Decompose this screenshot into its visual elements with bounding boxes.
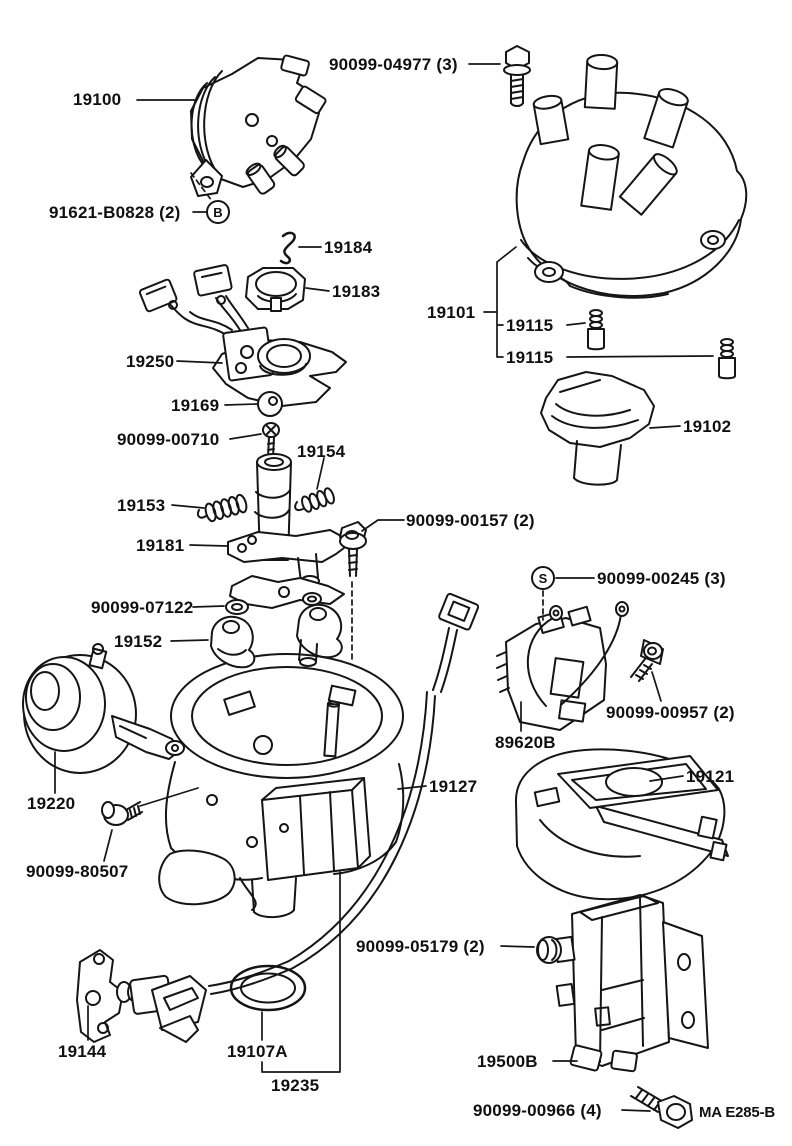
governor-weights-art bbox=[210, 603, 343, 669]
part-label-spring-19153: 19153 bbox=[117, 496, 166, 515]
part-label-screw-00245: 90099-00245 (3) bbox=[597, 569, 726, 588]
distributor-cap-art bbox=[515, 53, 748, 299]
spring-19154-art bbox=[294, 487, 335, 513]
ignition-coil-art bbox=[553, 894, 709, 1073]
part-label-dust-cover: 19121 bbox=[686, 767, 735, 786]
part-label-sensor-19144: 19144 bbox=[58, 1042, 107, 1061]
carbon-point-upper-art bbox=[587, 309, 605, 351]
part-label-screw-80507: 90099-80507 bbox=[26, 862, 129, 881]
bolt-00966-art bbox=[630, 1086, 693, 1129]
igniter-art bbox=[496, 601, 629, 731]
spring-19184-art bbox=[279, 231, 296, 265]
part-label-spring-19184: 19184 bbox=[324, 238, 373, 257]
part-label-grommet-19169: 19169 bbox=[171, 396, 220, 415]
part-label-spring-19154: 19154 bbox=[297, 442, 346, 461]
part-label-carbon-point-upper: 19115 bbox=[506, 316, 554, 335]
sensor-19144-art bbox=[76, 949, 207, 1043]
part-label-bolt-00966: 90099-00966 (4) bbox=[473, 1101, 602, 1120]
part-label-signal-generator: 19250 bbox=[126, 352, 175, 371]
part-label-distributor-cap: 19101 bbox=[427, 303, 476, 322]
circled-b-symbol: B bbox=[206, 200, 230, 224]
part-label-distributor-assembly: 19100 bbox=[73, 90, 122, 109]
vacuum-advancer-art bbox=[22, 643, 185, 774]
grommet-05179-art bbox=[536, 936, 562, 964]
screw-00157-art bbox=[339, 521, 367, 577]
part-label-cover-19183: 19183 bbox=[332, 282, 381, 301]
bolt-04977-art bbox=[503, 45, 531, 107]
signal-generator-art bbox=[138, 264, 347, 407]
part-label-packing-19235: 19235 bbox=[271, 1076, 320, 1095]
oring-art bbox=[229, 964, 307, 1012]
part-label-screw-00710: 90099-00710 bbox=[117, 430, 220, 449]
washer-07122-art bbox=[225, 592, 322, 615]
part-label-screw-00157: 90099-00157 (2) bbox=[406, 511, 535, 530]
circled-b-letter: B bbox=[213, 205, 222, 220]
page-code: MA E285-B bbox=[699, 1104, 775, 1121]
part-label-grommet-05179: 90099-05179 (2) bbox=[356, 937, 485, 956]
housing-art bbox=[158, 592, 480, 995]
part-label-carbon-point-lower: 19115 bbox=[506, 348, 554, 367]
circled-s-symbol: S bbox=[531, 566, 555, 590]
dashed-lines bbox=[190, 172, 544, 661]
governor-shaft-art bbox=[227, 453, 353, 609]
part-label-bolt-91621: 91621-B0828 (2) bbox=[49, 203, 181, 222]
part-label-bolt-04977: 90099-04977 (3) bbox=[329, 55, 458, 74]
cover-19183-art bbox=[245, 267, 306, 312]
screw-00710-art bbox=[262, 422, 280, 459]
part-label-igniter: 89620B bbox=[495, 733, 556, 752]
part-label-ignition-coil: 19500B bbox=[477, 1052, 538, 1071]
leader-lines bbox=[54, 63, 714, 1112]
grommet-19169-art bbox=[257, 391, 283, 417]
distributor-assembly-art bbox=[190, 54, 327, 197]
part-label-housing: 19127 bbox=[429, 777, 478, 796]
part-label-rotor: 19102 bbox=[683, 417, 732, 436]
carbon-point-lower-art bbox=[718, 338, 736, 380]
screw-80507-art bbox=[101, 801, 143, 826]
part-label-vacuum-advancer: 19220 bbox=[27, 794, 76, 813]
spring-19153-art bbox=[196, 493, 248, 523]
screw-00957-art bbox=[630, 639, 664, 682]
part-label-governor-shaft: 19181 bbox=[136, 536, 185, 555]
part-label-governor-weight: 19152 bbox=[114, 632, 163, 651]
part-label-screw-00957: 90099-00957 (2) bbox=[606, 703, 735, 722]
rotor-art bbox=[540, 371, 655, 486]
part-label-oring: 19107A bbox=[227, 1042, 288, 1061]
part-label-washer-07122: 90099-07122 bbox=[91, 598, 194, 617]
dust-cover-art bbox=[514, 748, 729, 901]
circled-s-letter: S bbox=[539, 571, 548, 586]
